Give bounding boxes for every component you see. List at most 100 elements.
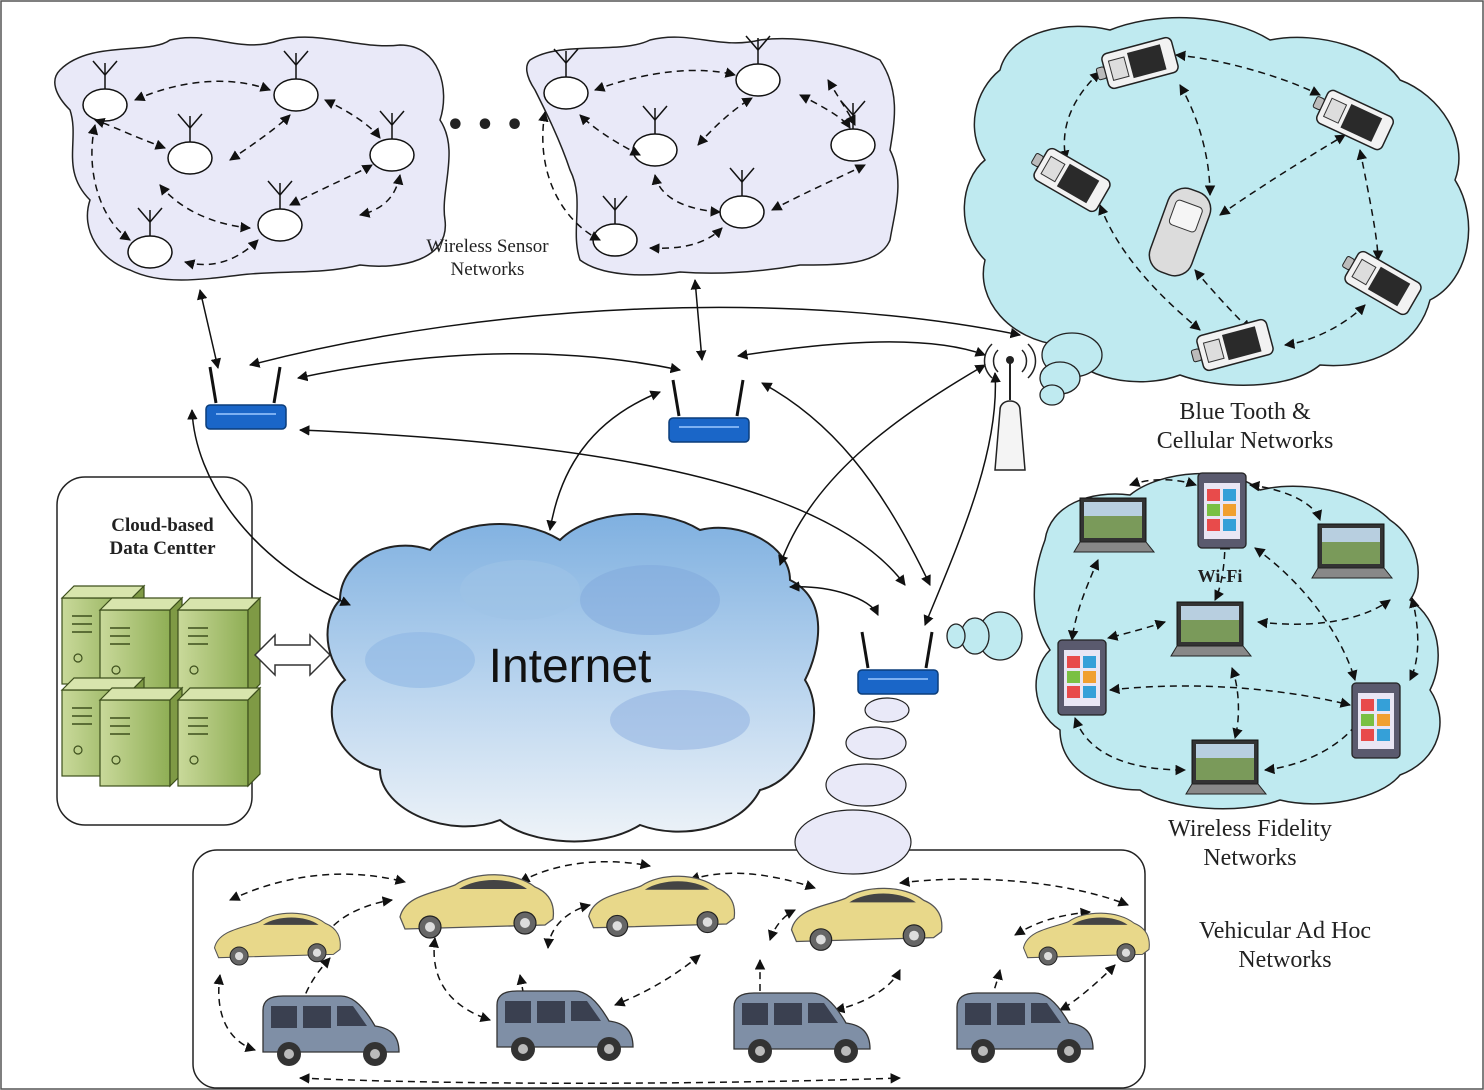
server-icon xyxy=(176,686,262,788)
peer-link xyxy=(1014,907,1092,936)
peer-link xyxy=(898,876,1129,907)
backbone-link xyxy=(197,288,221,370)
laptop-icon xyxy=(1185,739,1268,795)
peer-link xyxy=(833,969,901,1014)
tablet-icon xyxy=(1057,639,1107,716)
peer-link xyxy=(519,859,652,883)
peer-link xyxy=(159,184,252,233)
backbone-link xyxy=(736,341,986,360)
peer-link xyxy=(1073,717,1187,776)
backbone-link xyxy=(778,364,986,566)
tablet-icon xyxy=(1197,472,1247,549)
backbone-links xyxy=(187,278,1022,626)
peer-link xyxy=(1248,480,1322,521)
sensor-node-icon xyxy=(369,110,415,172)
peer-link xyxy=(1179,84,1216,197)
router-icon xyxy=(857,631,939,695)
router-icon xyxy=(668,379,750,443)
peer-link xyxy=(1230,667,1243,740)
backbone-link xyxy=(546,390,661,532)
car-icon xyxy=(588,875,736,937)
peer-link xyxy=(1108,683,1352,708)
car-icon xyxy=(790,887,943,951)
datacenter-internet-arrow xyxy=(253,633,332,677)
base-station-icon xyxy=(983,343,1037,471)
peer-link xyxy=(771,164,866,211)
wsn-ellipsis: • • • xyxy=(445,108,525,143)
backbone-link xyxy=(788,581,879,616)
peer-link xyxy=(1129,476,1197,487)
peer-link xyxy=(1356,148,1384,262)
peer-link xyxy=(1174,50,1321,96)
wifi-small-label: Wi-Fi xyxy=(1197,566,1243,586)
wifi-label: Wireless Fidelity Networks xyxy=(1168,816,1332,871)
peer-link xyxy=(183,239,259,270)
cloud-datacenter-label: Cloud-based Data Centter xyxy=(109,515,216,559)
peer-link xyxy=(428,936,491,1022)
phone-icon xyxy=(1095,36,1179,90)
van-icon xyxy=(496,990,634,1061)
peer-link xyxy=(614,954,701,1007)
peer-link xyxy=(289,164,373,206)
peer-link xyxy=(1219,134,1346,216)
sensor-node-icon xyxy=(167,113,213,175)
phone-icon xyxy=(1031,147,1111,213)
backbone-link xyxy=(248,306,1022,368)
peer-link xyxy=(648,227,723,254)
backbone-link xyxy=(296,353,682,382)
peer-link xyxy=(827,79,856,126)
phone-icon xyxy=(1342,250,1422,316)
phone-icon xyxy=(1312,89,1395,151)
van-icon xyxy=(262,995,400,1066)
car-icon xyxy=(1022,912,1150,966)
backbone-link xyxy=(761,382,931,586)
sensor-node-icon xyxy=(719,167,765,229)
phone-icon xyxy=(1148,187,1212,277)
peer-link xyxy=(318,896,394,946)
sensor-node-icon xyxy=(273,50,319,112)
peer-link xyxy=(651,173,722,217)
peer-link xyxy=(1098,204,1201,331)
peer-link xyxy=(1283,304,1366,349)
phone-icon xyxy=(1190,318,1274,372)
backbone-link xyxy=(187,408,351,606)
car-icon xyxy=(399,874,555,939)
peer-link xyxy=(1256,599,1391,629)
peer-link xyxy=(538,110,601,241)
peer-link xyxy=(229,873,407,901)
peer-link xyxy=(134,80,271,101)
peer-link xyxy=(87,123,131,241)
sensor-node-icon xyxy=(127,207,173,269)
peer-link xyxy=(1067,559,1100,642)
sensor-node-icon xyxy=(82,60,128,122)
peer-link xyxy=(1263,714,1363,775)
peer-link xyxy=(543,902,592,950)
peer-link xyxy=(298,1073,902,1084)
wsn-label: Wireless Sensor Networks xyxy=(426,236,549,280)
peer-link xyxy=(689,872,816,891)
server-cluster xyxy=(60,584,262,788)
van-icon xyxy=(733,992,871,1063)
peer-link xyxy=(1059,71,1101,162)
sensor-node-icon xyxy=(543,48,589,110)
car-icon xyxy=(213,912,341,966)
laptop-icon xyxy=(1311,523,1394,579)
router-icon xyxy=(205,366,287,430)
peer-link xyxy=(768,909,796,941)
van-icon xyxy=(956,992,1094,1063)
bluetooth-cellular-label: Blue Tooth & Cellular Networks xyxy=(1156,399,1334,454)
peer-links xyxy=(87,50,1420,1084)
peer-link xyxy=(1409,596,1420,681)
peer-link xyxy=(358,173,404,218)
tablet-icon xyxy=(1351,682,1401,759)
laptop-icon xyxy=(1073,497,1156,553)
peer-link xyxy=(324,99,381,139)
vanet-label: Vehicular Ad Hoc Networks xyxy=(1199,918,1371,973)
peer-link xyxy=(1214,538,1231,601)
internet-label: Internet xyxy=(488,640,652,693)
peer-link xyxy=(1106,619,1167,641)
server-icon xyxy=(176,596,262,698)
backbone-link xyxy=(690,278,707,362)
backbone-link xyxy=(923,371,1001,626)
